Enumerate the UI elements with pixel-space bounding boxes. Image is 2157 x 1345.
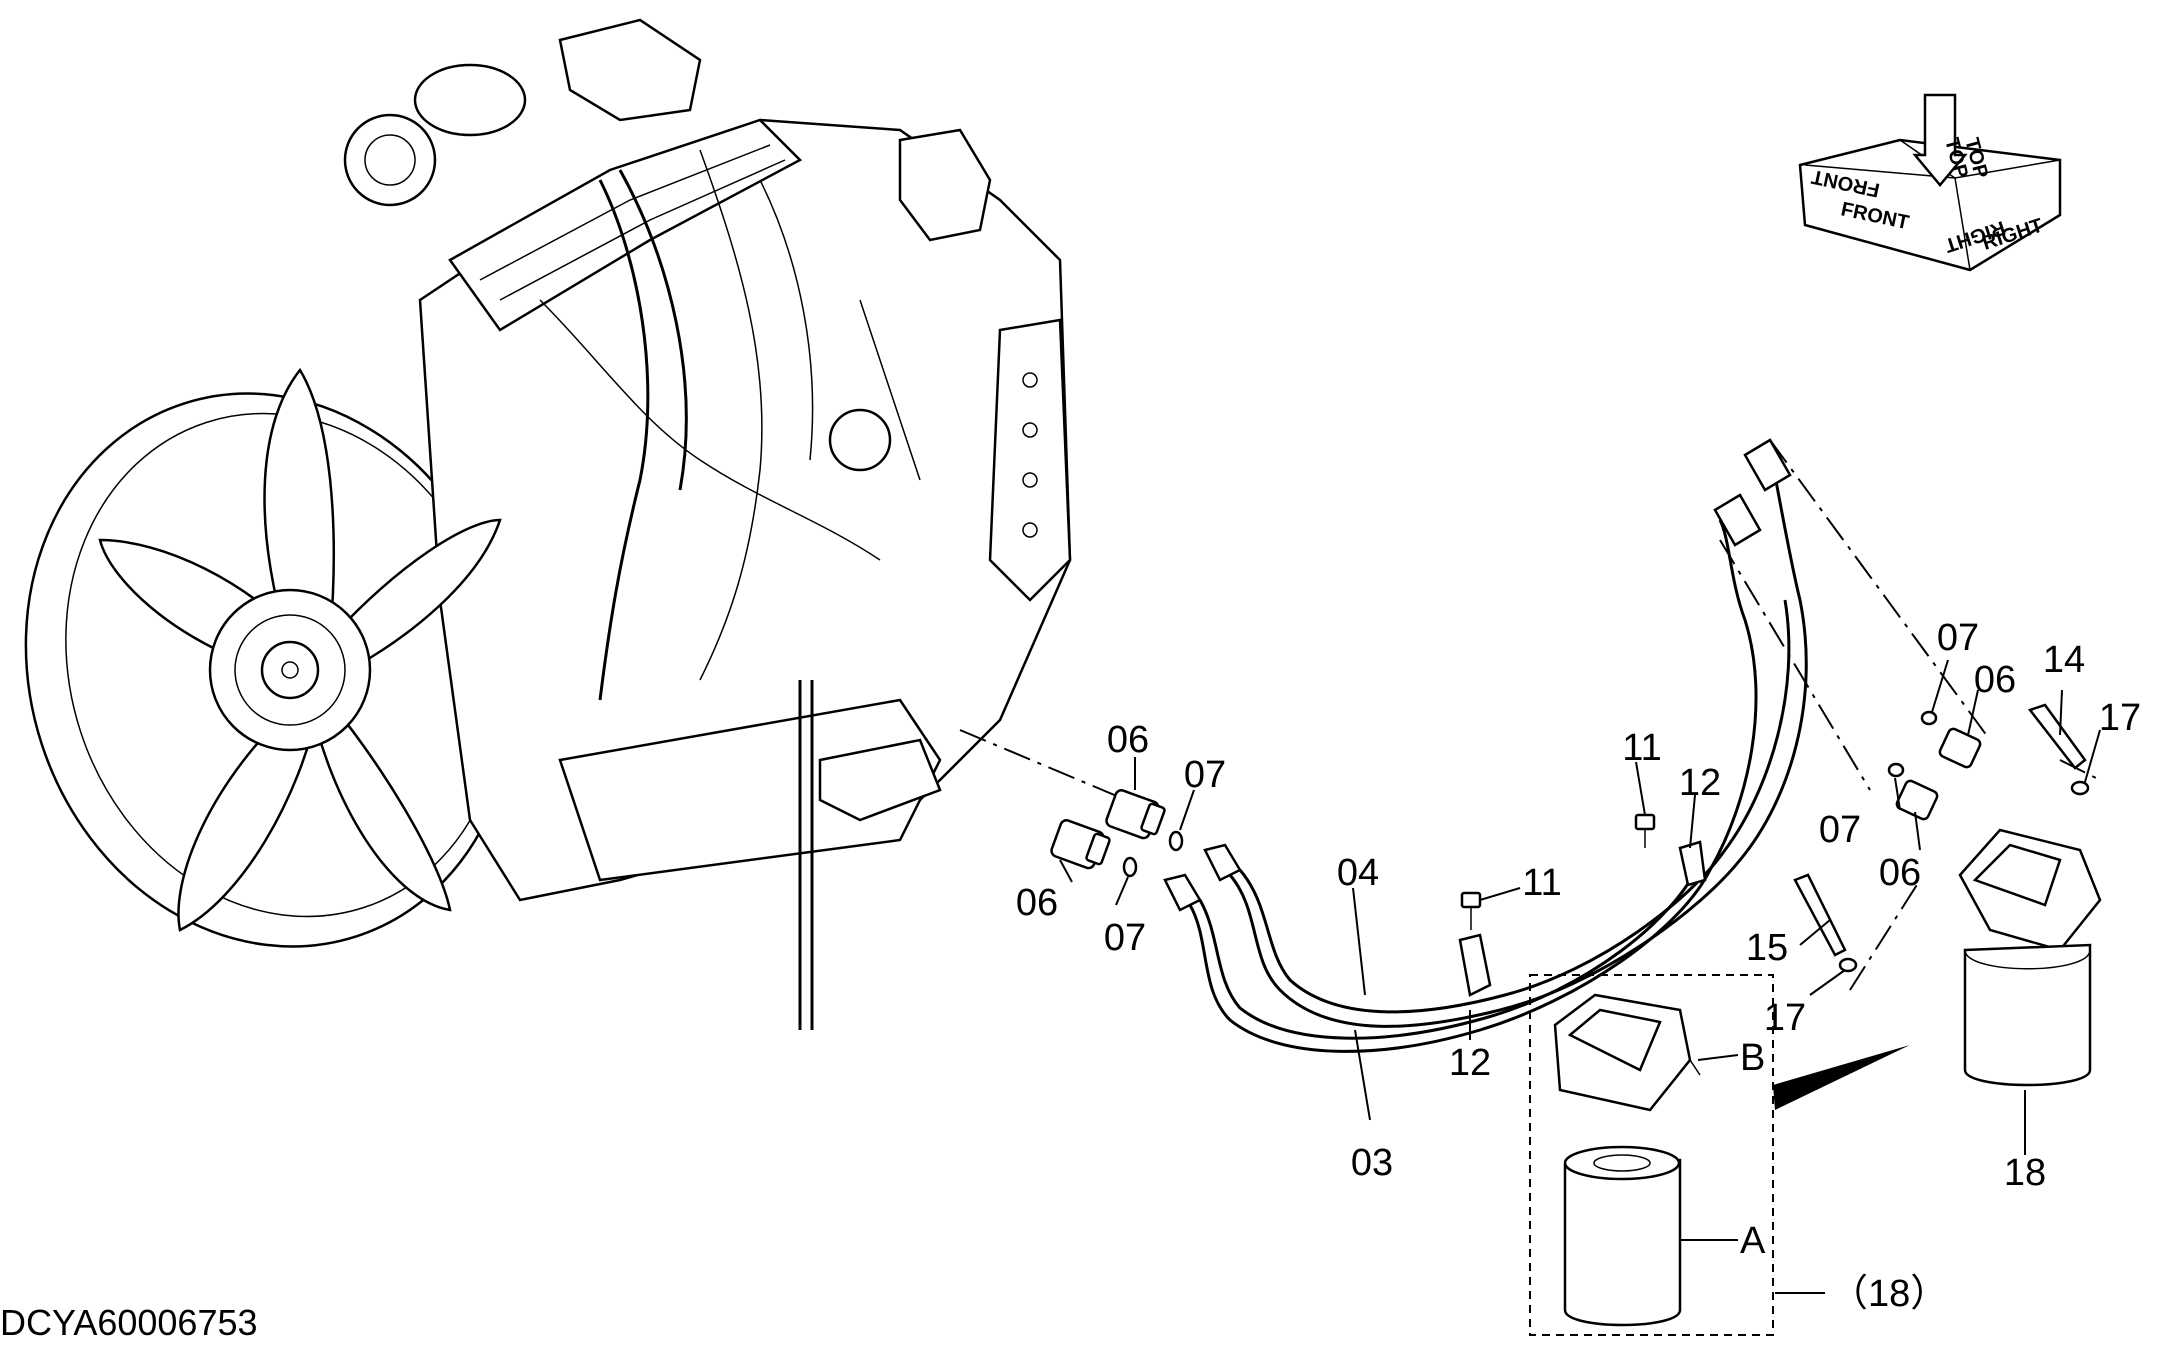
leader-lines [1059,659,2101,1294]
bolt-14 [2027,703,2087,770]
callout-06-mid: 06 [1107,719,1149,761]
washer-17-lower [1838,957,1858,973]
o-ring-07-upper [1168,830,1184,852]
callout-07-lower: 07 [1104,917,1146,959]
callout-07-right-upper: 07 [1937,617,1979,659]
callout-06-right-lower: 06 [1879,852,1921,894]
callout-07-upper: 07 [1184,754,1226,796]
callout-detail-b: B [1740,1037,1765,1079]
assembly-center-lines [959,439,2101,991]
callout-04: 04 [1337,852,1379,894]
bolt-11-lower [1460,891,1482,930]
callout-06-right-upper: 06 [1974,659,2016,701]
fitting-06-right-lower [1895,779,1939,821]
callout-14: 14 [2043,639,2085,681]
callout-17-lower: 17 [1764,997,1806,1039]
callout-detail-a: A [1740,1220,1766,1262]
bolt-11-upper [1634,813,1656,848]
fitting-06-right-upper [1938,727,1982,769]
callout-07-right-lower: 07 [1819,809,1861,851]
callout-17-upper: 17 [2099,697,2141,739]
drawing-id: DCYA60006753 [0,1302,258,1343]
callout-15: 15 [1746,927,1788,969]
fitting-06-mid [1105,789,1166,840]
callout-12-upper: 12 [1679,762,1721,804]
callout-labels: 06 06 07 07 04 03 11 11 12 12 07 07 06 0… [1016,617,2141,1315]
washer-17-upper [2070,780,2090,796]
callout-11-upper: 11 [1622,727,1661,769]
filter-assembly-18 [1958,828,2102,1087]
callout-11-lower: 11 [1522,862,1561,904]
cooling-fan [98,367,502,932]
callout-18: 18 [2004,1152,2046,1194]
bolt-15 [1793,873,1847,957]
o-ring-07-lower [1122,856,1138,878]
o-ring-07-right-lower [1887,762,1905,778]
callout-detail-set-18: （18） [1830,1273,1948,1315]
callout-03: 03 [1351,1142,1393,1184]
callout-12-lower: 12 [1449,1042,1491,1084]
detail-box-18 [1529,974,1910,1336]
callout-06-left: 06 [1016,882,1058,924]
fitting-06-left [1050,819,1111,870]
o-ring-07-right-upper [1920,710,1938,726]
orientation-cube-icon: FRONT FRONT TOP TOP RIGHT RIGHT [1798,93,2062,272]
hose-lines [1163,438,1808,1053]
engine-assembly-illustration [24,18,1072,1030]
